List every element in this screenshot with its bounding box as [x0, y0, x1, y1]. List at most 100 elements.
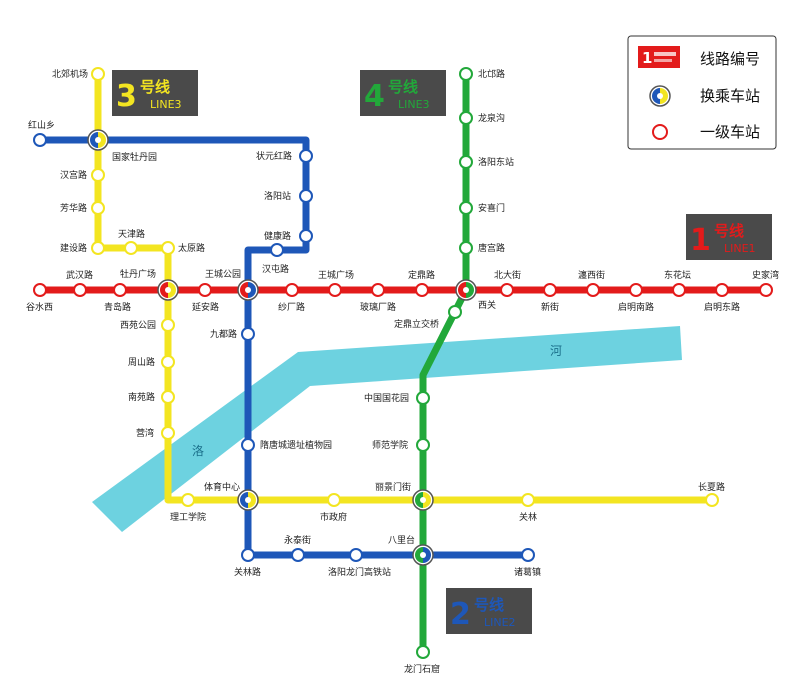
station-zhongguoguohuayuan[interactable] [416, 391, 430, 405]
station-tianjinlu[interactable] [124, 241, 138, 255]
station-zhuangyuanhonglu[interactable] [299, 149, 313, 163]
label-jianshelu: 建设路 [60, 242, 87, 254]
station-beimanglu[interactable] [459, 67, 473, 81]
label-beidajie: 北大街 [494, 269, 521, 281]
station-qingdaolu[interactable] [113, 283, 127, 297]
label-guishuixi: 谷水西 [26, 301, 53, 313]
line-2-badge: 2 号线 LINE2 [446, 588, 532, 634]
river-label-luo: 洛 [192, 443, 204, 458]
label-qingdaolu: 青岛路 [104, 301, 131, 313]
station-suitang[interactable] [241, 438, 255, 452]
station-xinjie[interactable] [543, 283, 557, 297]
line-1-badge: 1 号线 LINE1 [686, 214, 772, 260]
station-wangchengguangchang[interactable] [328, 283, 342, 297]
station-wuhanlu[interactable] [73, 283, 87, 297]
label-balitai: 八里台 [388, 534, 415, 546]
station-jianshelu[interactable] [91, 241, 105, 255]
label-jiudulu: 九都路 [210, 328, 237, 340]
station-longquangou[interactable] [459, 111, 473, 125]
label-bolichanglu: 玻璃厂路 [360, 301, 396, 313]
label-zhuangyuanhonglu: 状元红路 [256, 150, 292, 162]
svg-text:号线: 号线 [714, 222, 744, 240]
label-tianjinlu: 天津路 [118, 228, 145, 240]
station-changxialu[interactable] [705, 493, 719, 507]
legend: 1 线路编号 换乘车站 一级车站 [627, 35, 777, 150]
station-yananlu[interactable] [198, 283, 212, 297]
station-dingdinglu[interactable] [415, 283, 429, 297]
label-hongwan: 营湾 [136, 427, 154, 439]
label-lidianmenjie: 丽景门街 [375, 481, 411, 493]
station-guanlin[interactable] [521, 493, 535, 507]
station-ligongxueyuan[interactable] [181, 493, 195, 507]
station-yongtaijie[interactable] [291, 548, 305, 562]
station-nanyuanlu[interactable] [161, 390, 175, 404]
station-hongshanxiang[interactable] [33, 133, 47, 147]
label-longmenshiku: 龙门石窟 [404, 663, 440, 675]
station-cijianjie[interactable] [586, 283, 600, 297]
station-bolichanglu[interactable] [371, 283, 385, 297]
label-guojiamudanyuan: 国家牡丹园 [112, 151, 157, 163]
station-hongwan[interactable] [161, 426, 175, 440]
station-shifanxueyuan[interactable] [416, 438, 430, 452]
station-jiankanglu[interactable] [299, 229, 313, 243]
station-shijiawan[interactable] [759, 283, 773, 297]
transfer-wangchenggongyuan[interactable] [237, 279, 259, 301]
line-3-badge: 3 号线 LINE3 [112, 70, 198, 116]
station-qimingnanlu[interactable] [629, 283, 643, 297]
station-qimingdonglu[interactable] [715, 283, 729, 297]
river [92, 326, 682, 532]
station-anximen[interactable] [459, 201, 473, 215]
svg-text:LINE2: LINE2 [484, 616, 516, 629]
station-hantunlu[interactable] [270, 243, 284, 257]
label-xiguan: 西关 [478, 299, 496, 311]
station-shizhengfu[interactable] [327, 493, 341, 507]
station-luoyangdongzhan[interactable] [459, 155, 473, 169]
svg-text:LINE3: LINE3 [150, 98, 182, 111]
station-donghuatan[interactable] [672, 283, 686, 297]
station-dingdinglijiaoqiao[interactable] [448, 305, 462, 319]
transfer-mudanguangchang[interactable] [157, 279, 179, 301]
station-labels: 红山乡 北郊机场 国家牡丹园 汉宫路 芳华路 建设路 天津路 太原路 状元红路 … [26, 68, 779, 675]
transfer-tiyuzhongxin[interactable] [237, 489, 259, 511]
station-hanguanlu[interactable] [91, 168, 105, 182]
station-shachanglu[interactable] [285, 283, 299, 297]
svg-text:号线: 号线 [388, 78, 418, 96]
station-longmenshiku[interactable] [416, 645, 430, 659]
station-luoyangzhan[interactable] [299, 189, 313, 203]
transfer-lidianmenjie[interactable] [412, 489, 434, 511]
station-guishuixi[interactable] [33, 283, 47, 297]
label-hanguanlu: 汉宫路 [60, 169, 87, 181]
station-tanggonglu[interactable] [459, 241, 473, 255]
label-shijiawan: 史家湾 [752, 269, 779, 281]
label-wuhanlu: 武汉路 [66, 269, 93, 281]
station-xiyuangongyuan[interactable] [161, 318, 175, 332]
label-ligongxueyuan: 理工学院 [170, 511, 206, 523]
station-jiudulu[interactable] [241, 327, 255, 341]
label-longquangou: 龙泉沟 [478, 112, 505, 124]
transfer-guojiamudanyuan[interactable] [87, 129, 109, 151]
station-longmengaotiezhan[interactable] [349, 548, 363, 562]
svg-text:LINE3: LINE3 [398, 98, 430, 111]
station-icon [652, 124, 668, 140]
station-beidajie[interactable] [500, 283, 514, 297]
station-fangniulu[interactable] [91, 201, 105, 215]
station-guanlinlu[interactable] [241, 548, 255, 562]
station-zhoushanlu[interactable] [161, 355, 175, 369]
label-donghuatan: 东花坛 [664, 269, 691, 281]
label-xinjie: 新街 [541, 301, 559, 313]
line-badge-icon: 1 [638, 46, 680, 68]
transfer-xiguan[interactable] [455, 279, 477, 301]
transfer-balitai[interactable] [412, 544, 434, 566]
svg-text:号线: 号线 [140, 78, 170, 96]
station-taiyuanlu[interactable] [161, 241, 175, 255]
label-luoyangzhan: 洛阳站 [264, 190, 291, 202]
svg-text:号线: 号线 [474, 596, 504, 614]
station-zhugecun[interactable] [521, 548, 535, 562]
svg-text:3: 3 [116, 79, 137, 114]
label-shizhengfu: 市政府 [320, 511, 347, 523]
station-beijiaojichang[interactable] [91, 67, 105, 81]
label-hantunlu: 汉屯路 [262, 263, 289, 275]
label-mudanguangchang: 牡丹广场 [120, 268, 156, 280]
label-qimingdonglu: 启明东路 [704, 301, 740, 313]
